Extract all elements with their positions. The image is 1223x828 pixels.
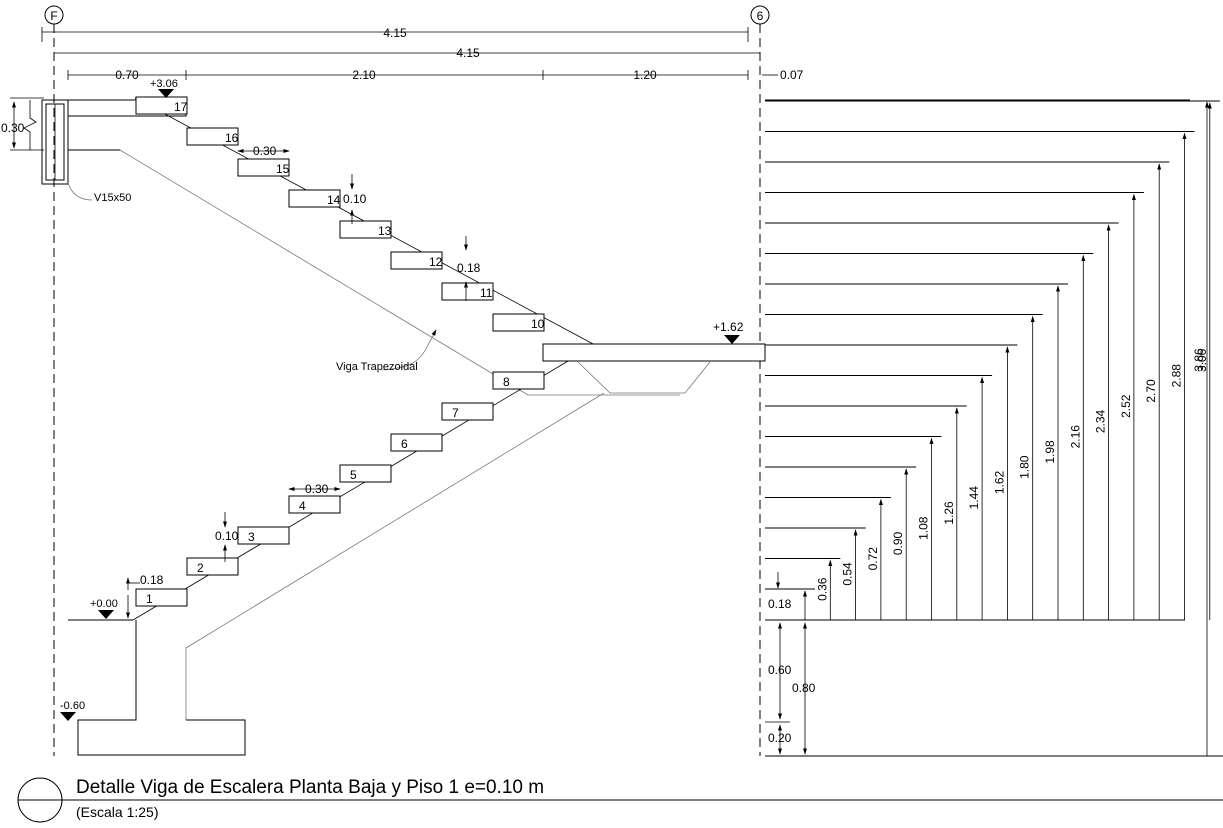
footing-dim-1: 0.60 bbox=[768, 663, 792, 677]
drawing-scale: (Escala 1:25) bbox=[76, 804, 158, 820]
level-dimension-label: 0.36 bbox=[815, 577, 829, 601]
svg-text:+0.00: +0.00 bbox=[90, 598, 118, 610]
level-dimension-label: 0.18 bbox=[768, 597, 792, 611]
level-dimension-label: 0.54 bbox=[841, 562, 855, 586]
level-dimension-label: 1.26 bbox=[942, 501, 956, 525]
lower-tread-dim: 0.30 bbox=[305, 482, 329, 496]
stair-step: 5 bbox=[339, 464, 392, 483]
level-dimension-label: 3.06 bbox=[1195, 348, 1209, 372]
stair-step: 8 bbox=[492, 371, 545, 390]
step-number: 15 bbox=[276, 162, 290, 176]
dim-seg-a: 0.70 bbox=[115, 68, 139, 82]
lower-riser-dim: 0.10 bbox=[215, 529, 239, 543]
stair-step: 6 bbox=[390, 433, 443, 452]
level-dimension-label: 2.34 bbox=[1094, 409, 1108, 433]
upper-tread-dim: 0.30 bbox=[253, 144, 277, 158]
step-number: 11 bbox=[480, 286, 493, 300]
landing-slab bbox=[542, 343, 766, 362]
axis-f-label: F bbox=[50, 9, 57, 23]
step-number: 12 bbox=[429, 255, 443, 269]
level-dimension-label: 1.08 bbox=[917, 516, 931, 540]
level-dimension-label: 2.88 bbox=[1170, 364, 1184, 388]
level-dimension-label: 1.98 bbox=[1043, 440, 1057, 464]
step-number: 5 bbox=[350, 468, 357, 482]
level-dimension-label: 1.44 bbox=[967, 486, 981, 510]
step-number: 3 bbox=[248, 530, 255, 544]
lower-rise-dim: 0.18 bbox=[140, 573, 164, 587]
svg-text:-0.60: -0.60 bbox=[60, 700, 85, 712]
step-number: 2 bbox=[197, 561, 204, 575]
title-block bbox=[17, 777, 1223, 823]
step-number: 6 bbox=[401, 437, 408, 451]
stair-step: 14 bbox=[288, 189, 341, 208]
axis-6-marker: 6 bbox=[750, 5, 770, 25]
beam-height-label: 0.30 bbox=[1, 121, 25, 135]
level-dimension-label: 0.72 bbox=[866, 547, 880, 571]
stair-step: 10 bbox=[492, 313, 545, 332]
level-footing: -0.60 bbox=[60, 700, 85, 721]
level-landing: +1.62 bbox=[713, 320, 744, 344]
level-ground: +0.00 bbox=[90, 598, 118, 619]
stair-step: 12 bbox=[390, 251, 443, 270]
drawing-title: Detalle Viga de Escalera Planta Baja y P… bbox=[76, 777, 544, 798]
step-number: 16 bbox=[225, 131, 239, 145]
dim-overall-1: 4.15 bbox=[383, 26, 407, 40]
step-number: 10 bbox=[531, 317, 545, 331]
stair-step: 13 bbox=[339, 220, 392, 239]
stair-step: 17 bbox=[135, 96, 188, 115]
trapezoidal-beam bbox=[119, 149, 711, 720]
footing-dims bbox=[765, 619, 1223, 757]
axis-6-label: 6 bbox=[757, 9, 764, 23]
level-dimension-label: 2.70 bbox=[1144, 379, 1158, 403]
svg-text:+3.06: +3.06 bbox=[150, 78, 178, 90]
lower-step-dims bbox=[125, 487, 341, 619]
dim-seg-c: 1.20 bbox=[633, 68, 657, 82]
stair-step: 3 bbox=[237, 526, 290, 545]
step-number: 8 bbox=[503, 375, 510, 389]
dim-seg-d: 0.07 bbox=[780, 68, 804, 82]
svg-text:+1.62: +1.62 bbox=[713, 320, 744, 334]
beam-label: V15x50 bbox=[94, 192, 131, 204]
step-number: 14 bbox=[327, 193, 341, 207]
level-dimension-label: 2.52 bbox=[1119, 394, 1133, 418]
stair-step: 7 bbox=[441, 402, 494, 421]
axis-f-marker: F bbox=[44, 5, 64, 25]
stair-step: 15 bbox=[237, 158, 290, 177]
stair-step: 4 bbox=[288, 495, 341, 514]
upper-rise-dim: 0.18 bbox=[457, 261, 481, 275]
step-number: 17 bbox=[174, 100, 188, 114]
step-number: 1 bbox=[146, 592, 153, 606]
footing-dim-3: 0.20 bbox=[768, 731, 792, 745]
stair-step: 1 bbox=[135, 588, 188, 607]
step-number: 7 bbox=[452, 406, 459, 420]
level-dimension-label: 3.86 bbox=[1192, 348, 1206, 372]
dim-seg-b: 2.10 bbox=[352, 68, 376, 82]
stair-step: 2 bbox=[186, 557, 239, 576]
level-dimension-label: 1.80 bbox=[1018, 455, 1032, 479]
steps-group: 1234567810111213141516179 bbox=[135, 96, 553, 607]
upper-step-dims bbox=[237, 149, 468, 301]
step-number: 4 bbox=[299, 499, 306, 513]
right-level-dimensions: 0.18 0.36 0.54 0.72 0.90 1.08 1.26 1.44 1.62 1.80… bbox=[765, 99, 1220, 756]
dim-overall-2: 4.15 bbox=[456, 46, 480, 60]
upper-riser-dim: 0.10 bbox=[343, 192, 367, 206]
level-dimension-label: 0.90 bbox=[891, 531, 905, 555]
level-top: +3.06 bbox=[150, 78, 178, 98]
footing-section bbox=[68, 619, 246, 756]
stair-step: 16 bbox=[186, 127, 239, 146]
stair-step: 11 bbox=[441, 282, 494, 301]
top-dimension-lines bbox=[41, 27, 778, 80]
level-dimension-label: 1.62 bbox=[992, 470, 1006, 494]
level-dimension-label: 2.16 bbox=[1068, 425, 1082, 449]
footing-dim-2: 0.80 bbox=[792, 681, 816, 695]
step-number: 13 bbox=[378, 224, 392, 238]
trapezoidal-label: Viga Trapezoidal bbox=[336, 361, 418, 373]
